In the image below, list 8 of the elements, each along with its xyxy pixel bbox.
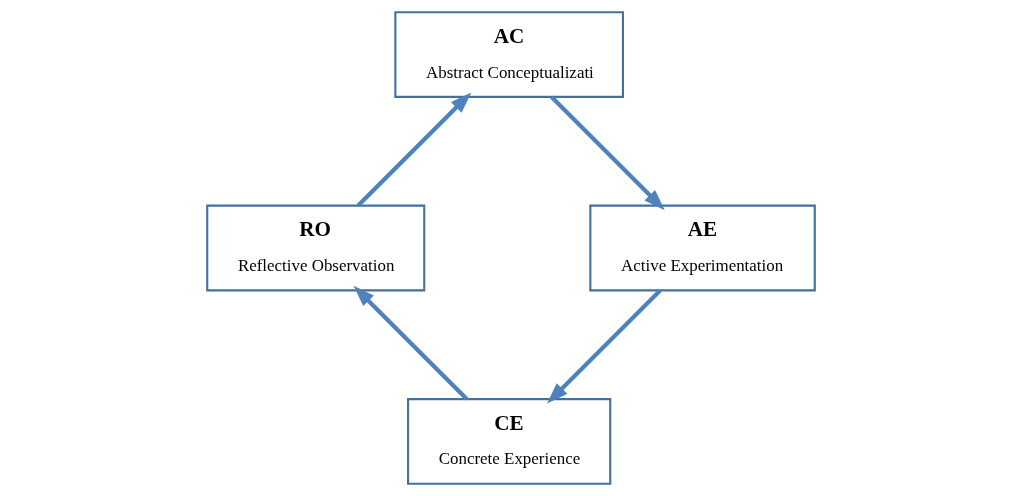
node-box: RO Reflective Observation bbox=[205, 204, 425, 292]
node-box: CE Concrete Experience bbox=[406, 398, 611, 485]
arrow bbox=[353, 285, 468, 401]
node-box: AC Abstract Conceptualizati bbox=[393, 11, 624, 98]
arrow bbox=[356, 92, 471, 208]
node-box: AE Active Experimentation bbox=[588, 204, 816, 292]
arrow bbox=[546, 288, 662, 404]
arrow bbox=[549, 95, 665, 211]
